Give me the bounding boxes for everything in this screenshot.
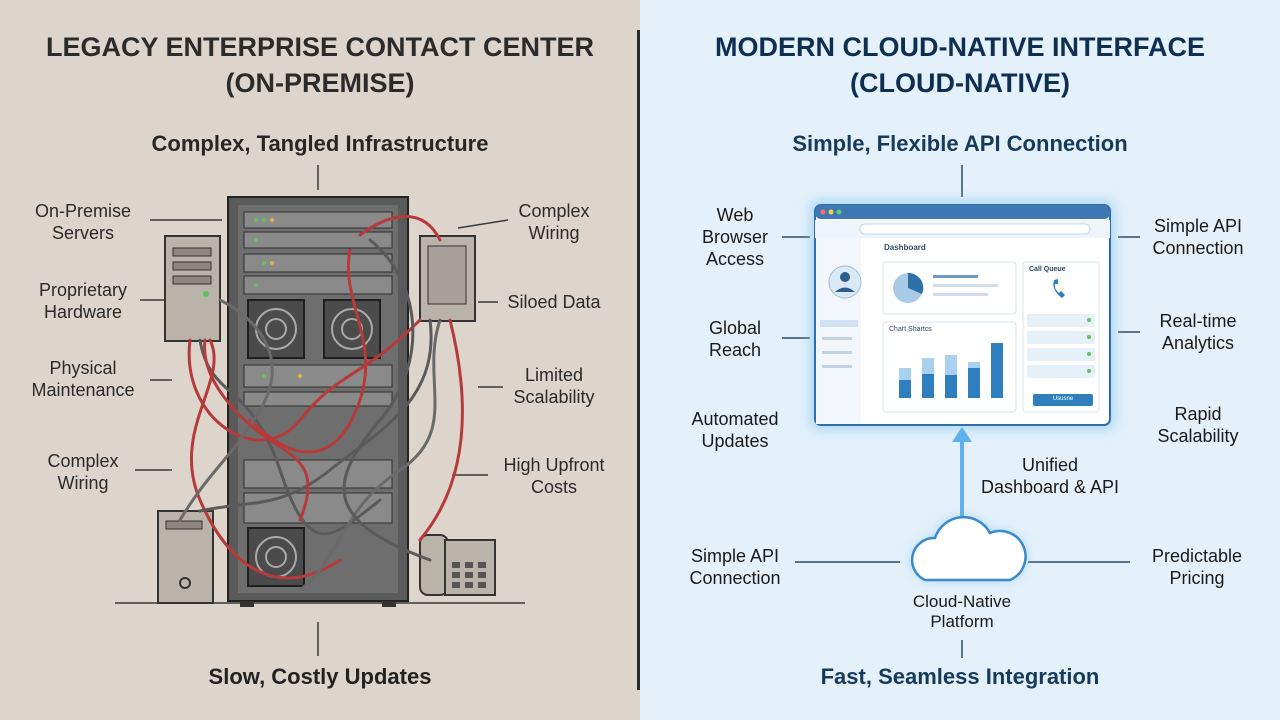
label-predictable-pricing: Predictable Pricing [1151,546,1243,588]
call-queue-heading: Call Queue [1029,266,1066,273]
label-unified-dashboard: Unified Dashboard & API [980,455,1120,497]
label-physical-maintenance: Physical Maintenance [31,358,135,400]
legacy-title-line1: LEGACY ENTERPRISE CONTACT CENTER [45,32,595,62]
cloud-title-line2: (CLOUD-NATIVE) [850,68,1070,98]
queue-button[interactable]: Ususne [1052,396,1074,402]
label-rapid-scalability: Rapid Scalability [1157,404,1239,446]
dashboard-heading: Dashboard [884,243,926,252]
label-on-premise-servers: On-Premise Servers [34,201,132,243]
label-complex-wiring-left: Complex Wiring [47,451,119,493]
cloud-title: MODERN CLOUD-NATIVE INTERFACE (CLOUD-NAT… [640,29,1280,101]
label-simple-api-bottom: Simple API Connection [689,546,781,588]
legacy-title: LEGACY ENTERPRISE CONTACT CENTER (ON-PRE… [0,29,640,101]
label-proprietary-hardware: Proprietary Hardware [38,280,128,322]
label-automated-updates: Automated Updates [691,409,779,451]
label-simple-api-top: Simple API Connection [1152,216,1244,258]
legacy-footer: Slow, Costly Updates [208,664,432,689]
label-complex-wiring-right: Complex Wiring [518,201,590,243]
panel-divider [637,30,640,690]
legacy-panel: LEGACY ENTERPRISE CONTACT CENTER (ON-PRE… [0,0,640,720]
label-global-reach: Global Reach [708,318,762,360]
label-limited-scalability: Limited Scalability [513,365,595,407]
label-siloed-data: Siloed Data [507,292,601,312]
cloud-title-line1: MODERN CLOUD-NATIVE INTERFACE [715,32,1205,62]
label-cloud-native-platform: Cloud-Native Platform [912,592,1012,631]
legacy-title-line2: (ON-PREMISE) [225,68,415,98]
label-high-upfront-costs: High Upfront Costs [503,455,605,497]
label-realtime-analytics: Real-time Analytics [1159,311,1237,353]
legacy-subtitle: Complex, Tangled Infrastructure [151,131,489,156]
cloud-subtitle: Simple, Flexible API Connection [792,131,1128,156]
legacy-rack-illustration [115,165,525,656]
label-web-browser-access: Web Browser Access [701,205,768,269]
cloud-illustration [782,165,1140,658]
chart-card-heading: Chart Shartcs [889,326,932,333]
cloud-footer: Fast, Seamless Integration [820,664,1100,689]
cloud-panel: MODERN CLOUD-NATIVE INTERFACE (CLOUD-NAT… [640,0,1280,720]
